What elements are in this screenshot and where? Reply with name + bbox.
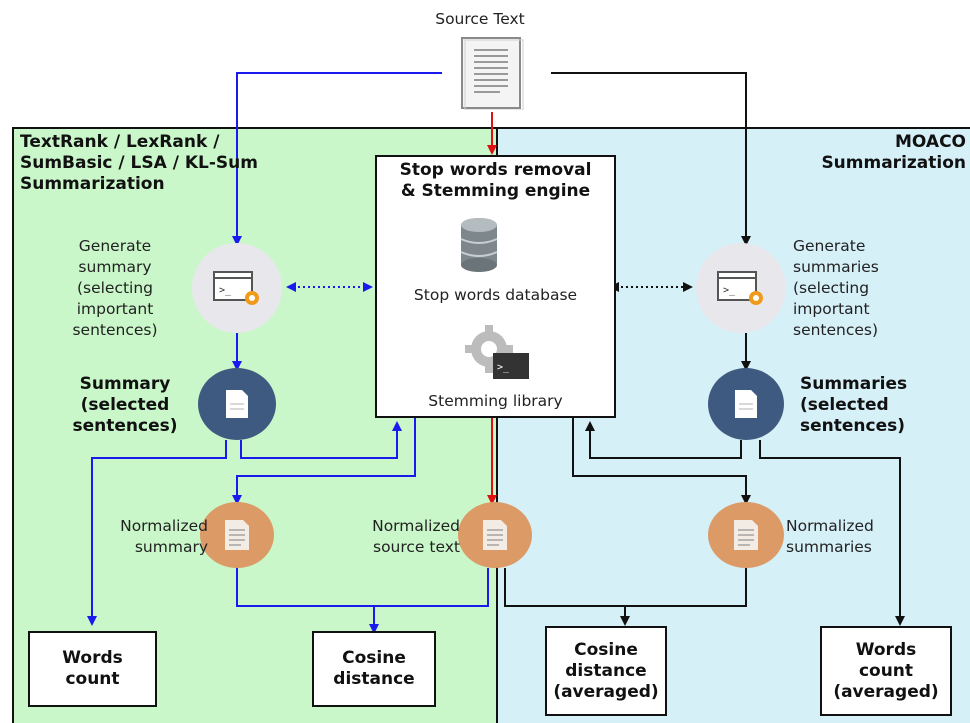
label-line: sentences) [800, 416, 906, 436]
label-line: distance [333, 669, 415, 689]
terminal-gear-icon: >_ [461, 323, 531, 387]
label-line: Summary [79, 374, 171, 394]
right-normalized-label: Normalized summaries [786, 516, 906, 558]
label-line: (selected [800, 395, 889, 415]
words-count-averaged-box: Words count (averaged) [820, 626, 952, 716]
svg-text:>_: >_ [497, 362, 510, 373]
label-line: Normalized [786, 517, 874, 535]
label-line: Cosine [342, 648, 406, 668]
stemming-engine-box: Stop words removal & Stemming engine Sto… [375, 155, 616, 418]
right-summaries-node [708, 368, 784, 440]
label-line: summary [78, 258, 152, 276]
arrow-to-cosine-averaged [504, 568, 630, 626]
source-normalized-label: Normalized source text [340, 516, 460, 558]
source-normalized-node [458, 502, 532, 568]
label-line: Cosine [574, 639, 638, 660]
label-line: (selecting [793, 279, 870, 297]
left-summary-node [198, 368, 276, 440]
page-icon [735, 390, 757, 418]
left-panel-title: TextRank / LexRank / SumBasic / LSA / KL… [20, 132, 320, 195]
page-icon [226, 390, 248, 418]
label-line: Words [62, 648, 123, 668]
left-generate-node: >_ [192, 243, 282, 333]
terminal-settings-icon: >_ [213, 271, 259, 305]
arrow-summaries-to-wordscount [759, 440, 905, 626]
label-line: Words [855, 639, 917, 660]
label-line: (selecting [76, 279, 154, 297]
arrow-source-to-left [232, 72, 442, 246]
right-normalized-node [708, 502, 784, 568]
line-norm-source-to-left-cosine [374, 568, 489, 607]
label-line: (averaged) [833, 681, 939, 702]
label-line: sentences) [793, 321, 879, 339]
arrow-left-norm-to-cosine [236, 568, 379, 634]
left-title-line: Summarization [20, 174, 165, 194]
arrow-summary-to-wordscount [87, 440, 227, 626]
label-line: count [65, 669, 120, 689]
stemming-library-label: Stemming library [428, 392, 563, 410]
cosine-distance-averaged-box: Cosine distance (averaged) [545, 626, 667, 716]
stop-words-db-label: Stop words database [413, 286, 578, 304]
arrow-summary-to-engine [240, 421, 402, 459]
right-generate-label: Generate summaries (selecting important … [793, 236, 923, 341]
cosine-distance-box: Cosine distance [312, 631, 436, 707]
right-title-line: MOACO [895, 132, 966, 152]
label-line: summaries [786, 538, 872, 556]
arrow-engine-to-right-norm [572, 418, 751, 505]
words-count-box: Words count [28, 631, 157, 707]
label-line: Normalized [120, 517, 208, 535]
label-line: summaries [793, 258, 879, 276]
document-lines-icon [734, 520, 758, 550]
label-line: source text [373, 538, 460, 556]
label-line: Generate [793, 237, 866, 255]
database-icon [459, 215, 499, 279]
label-line: Generate [78, 237, 152, 255]
label-line: sentences) [72, 321, 158, 339]
arrow-engine-to-left-norm [232, 418, 416, 505]
document-lines-icon [225, 520, 249, 550]
label-line: Summaries [800, 374, 908, 394]
left-normalized-label: Normalized summary [88, 516, 208, 558]
label-line: Normalized [372, 517, 460, 535]
arrow-source-to-right [551, 72, 751, 246]
arrow-summaries-to-engine [585, 421, 742, 459]
terminal-settings-icon: >_ [717, 271, 763, 305]
label-line: sentences) [72, 416, 178, 436]
left-normalized-node [200, 502, 274, 568]
right-panel-title: MOACO Summarization [780, 132, 966, 174]
label-line: important [76, 300, 154, 318]
right-summaries-label: Summaries (selected sentences) [800, 374, 930, 437]
svg-text:>_: >_ [723, 285, 736, 296]
left-generate-label: Generate summary (selecting important se… [50, 236, 180, 341]
engine-title-line: Stop words removal [399, 160, 592, 180]
right-generate-node: >_ [696, 243, 786, 333]
document-lines-icon [483, 520, 507, 550]
right-title-line: Summarization [821, 153, 966, 173]
source-text-label: Source Text [435, 10, 525, 28]
label-line: summary [134, 538, 208, 556]
label-line: distance [565, 660, 647, 681]
engine-title-line: & Stemming engine [400, 181, 591, 201]
label-line: important [793, 300, 870, 318]
left-title-line: TextRank / LexRank / [20, 132, 220, 152]
left-summary-label: Summary (selected sentences) [60, 374, 190, 437]
document-icon [460, 36, 524, 111]
label-line: (averaged) [553, 681, 659, 702]
left-title-line: SumBasic / LSA / KL-Sum [20, 153, 258, 173]
svg-text:>_: >_ [219, 285, 232, 296]
label-line: count [858, 660, 914, 681]
label-line: (selected [80, 395, 170, 415]
line-right-norm-to-cosine [625, 568, 747, 607]
